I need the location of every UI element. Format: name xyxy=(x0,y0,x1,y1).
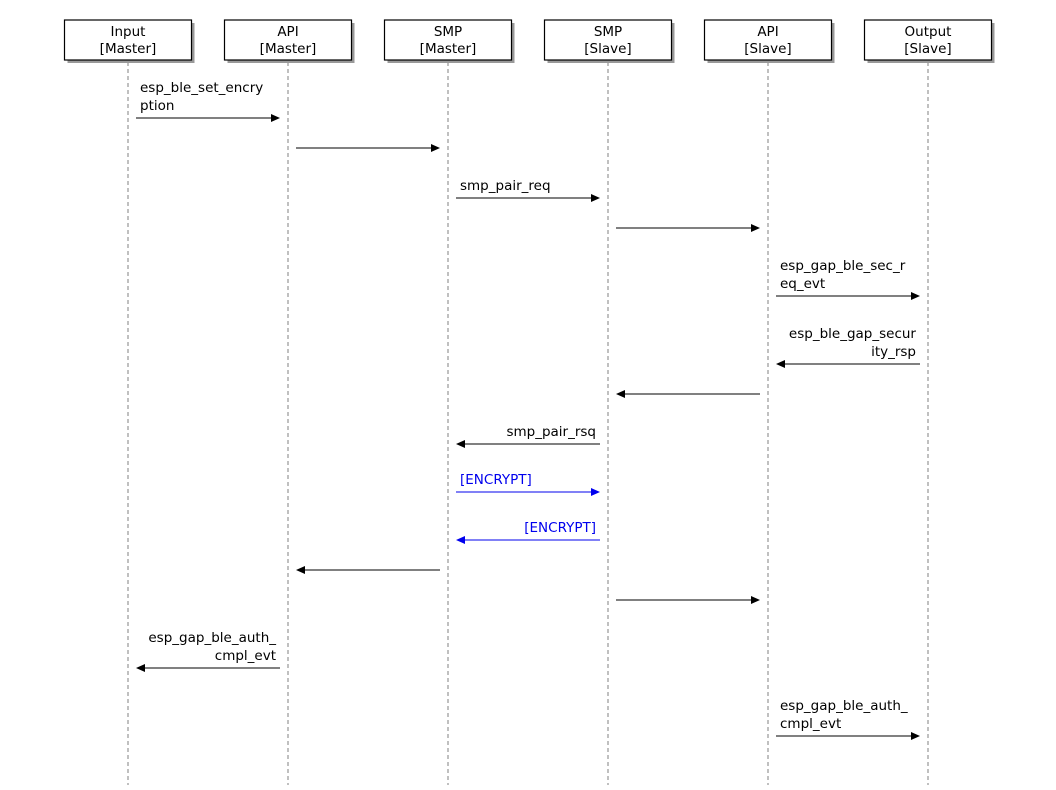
message-arrowhead xyxy=(591,194,600,202)
message-label: [ENCRYPT] xyxy=(460,472,532,488)
participant-headers: Input[Master]API[Master]SMP[Master]SMP[S… xyxy=(63,19,995,63)
message-7 xyxy=(616,390,760,398)
message-label: smp_pair_req xyxy=(460,178,551,194)
message-arrowhead xyxy=(591,488,600,496)
participant-name: SMP xyxy=(434,24,462,40)
participant-name: API xyxy=(757,24,778,40)
participant-name: Input xyxy=(111,24,146,40)
participant-input_master: Input[Master] xyxy=(63,19,195,63)
message-label: esp_gap_ble_auth_ xyxy=(148,630,276,646)
message-label: esp_gap_ble_sec_r xyxy=(780,258,906,274)
message-4 xyxy=(616,224,760,232)
participant-smp_master: SMP[Master] xyxy=(383,19,515,63)
participant-role: [Slave] xyxy=(744,41,791,57)
participant-api_slave: API[Slave] xyxy=(703,19,835,63)
message-5: esp_gap_ble_sec_r eq_evt xyxy=(776,258,920,300)
message-label: esp_ble_gap_secur xyxy=(789,326,917,342)
message-arrowhead xyxy=(751,224,760,232)
message-12 xyxy=(616,596,760,604)
message-arrowhead xyxy=(911,732,920,740)
message-8: smp_pair_rsq xyxy=(456,424,600,448)
message-arrowhead xyxy=(751,596,760,604)
message-arrowhead xyxy=(776,360,785,368)
message-label: cmpl_evt xyxy=(215,648,276,664)
participant-box xyxy=(863,19,993,61)
participant-box xyxy=(223,19,353,61)
message-arrowhead xyxy=(136,664,145,672)
participant-smp_slave: SMP[Slave] xyxy=(543,19,675,63)
message-10: [ENCRYPT] xyxy=(456,520,600,544)
message-label: ity_rsp xyxy=(871,344,916,360)
message-label: [ENCRYPT] xyxy=(524,520,596,536)
participant-box xyxy=(543,19,673,61)
participant-role: [Master] xyxy=(100,41,157,57)
participant-role: [Slave] xyxy=(904,41,951,57)
participant-box xyxy=(63,19,193,61)
message-2 xyxy=(296,144,440,152)
message-11 xyxy=(296,566,440,574)
message-label: eq_evt xyxy=(780,276,825,292)
message-label: esp_gap_ble_auth_ xyxy=(780,698,908,714)
message-6: esp_ble_gap_secur ity_rsp xyxy=(776,326,920,368)
participant-name: API xyxy=(277,24,298,40)
message-arrowhead xyxy=(271,114,280,122)
message-9: [ENCRYPT] xyxy=(456,472,600,496)
message-arrowhead xyxy=(456,440,465,448)
participant-output_slave: Output[Slave] xyxy=(863,19,995,63)
message-14: esp_gap_ble_auth_ cmpl_evt xyxy=(776,698,920,740)
message-arrowhead xyxy=(616,390,625,398)
message-arrowhead xyxy=(456,536,465,544)
message-13: esp_gap_ble_auth_ cmpl_evt xyxy=(136,630,280,672)
participant-api_master: API[Master] xyxy=(223,19,355,63)
message-arrowhead xyxy=(296,566,305,574)
message-3: smp_pair_req xyxy=(456,178,600,202)
participant-name: SMP xyxy=(594,24,622,40)
lifelines xyxy=(127,62,929,785)
participant-role: [Master] xyxy=(260,41,317,57)
participant-role: [Master] xyxy=(420,41,477,57)
participant-name: Output xyxy=(905,24,952,40)
message-label: cmpl_evt xyxy=(780,716,841,732)
message-label: esp_ble_set_encry xyxy=(140,80,263,96)
message-arrowhead xyxy=(911,292,920,300)
participant-box xyxy=(703,19,833,61)
message-arrowhead xyxy=(431,144,440,152)
message-label: smp_pair_rsq xyxy=(506,424,596,440)
message-label: ption xyxy=(140,98,174,114)
participant-role: [Slave] xyxy=(584,41,631,57)
participant-box xyxy=(383,19,513,61)
